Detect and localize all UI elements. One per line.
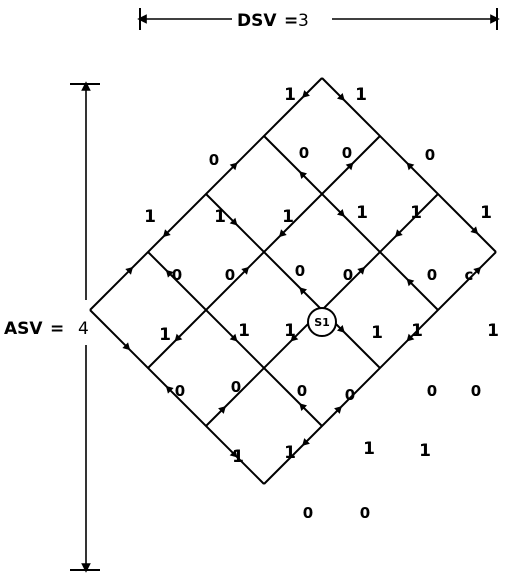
edge-label: 1 [411, 321, 423, 341]
edge-label: 1 [363, 439, 375, 459]
edge-label: 0 [360, 504, 370, 522]
edge-label: 1 [480, 203, 492, 223]
edge-label: 1 [410, 203, 422, 223]
edge-arrow-27 [299, 403, 308, 412]
edge-label: 1 [419, 441, 431, 461]
edge-label: 0 [209, 151, 219, 169]
edge-arrow-14 [334, 406, 342, 414]
edge-label: 0 [299, 144, 309, 162]
edge-label: 1 [355, 85, 367, 105]
edge-arrow-18 [470, 226, 479, 235]
edge-arrow-22 [229, 217, 238, 226]
edge-label: 0 [172, 266, 182, 284]
edge-arrow-16 [336, 92, 345, 101]
edge-arrow-30 [229, 449, 238, 458]
center-node: S1 [307, 307, 337, 337]
edge-arrow-9 [357, 266, 366, 275]
edge-label: 1 [232, 447, 244, 467]
edge-label: 0 [225, 266, 235, 284]
edge-label: 0 [295, 262, 305, 280]
edge-arrow-10 [290, 333, 299, 342]
edge-arrow-28 [122, 342, 131, 351]
edge-arrow-2 [162, 229, 171, 238]
edge-label: 1 [144, 207, 156, 227]
edge-label: 1 [214, 207, 226, 227]
edge-arrow-0 [302, 90, 310, 98]
edge-label: 0 [427, 382, 437, 400]
dsv-value: 3 [298, 11, 309, 31]
edge-label: 1 [487, 321, 499, 341]
asv-value: 4 [78, 319, 89, 339]
edge-label: c [465, 266, 474, 284]
top-dimension: DSV = 3 [137, 8, 500, 31]
edge-arrow-3 [125, 266, 134, 275]
edge-arrow-25 [165, 269, 174, 278]
edge-arrow-7 [174, 333, 183, 342]
edge-label: 0 [297, 382, 307, 400]
left-dimension: ASV = 4 [4, 81, 100, 573]
edge-arrow-19 [299, 171, 308, 180]
edge-label: 1 [282, 207, 294, 227]
edge-label: 1 [238, 321, 250, 341]
edge-label: 0 [175, 382, 185, 400]
edge-arrow-26 [229, 333, 238, 342]
edge-label: 1 [371, 323, 383, 343]
edge-label: 1 [284, 321, 296, 341]
edge-arrow-1 [229, 162, 238, 171]
edge-label: 0 [303, 504, 313, 522]
edge-label: 1 [284, 443, 296, 463]
edge-label: 0 [343, 266, 353, 284]
edge-label: 0 [342, 144, 352, 162]
edge-label: 1 [159, 325, 171, 345]
edge-arrow-12 [473, 266, 482, 275]
edge-arrow-23 [299, 287, 308, 296]
edge-arrow-5 [278, 229, 287, 238]
edge-arrow-8 [394, 229, 403, 238]
edge-arrow-20 [336, 208, 345, 217]
edge-arrow-6 [241, 266, 250, 275]
lattice-arrows [122, 90, 482, 458]
lattice-edge-labels: 1 1 0 0 0 0 1 1 1 1 1 1 0 0 0 0 0 c 1 1 1 1 1 1 0 0 0 0 0 0 1 1 1 1 0 0 [144, 85, 499, 522]
edge-label: 0 [427, 266, 437, 284]
edge-arrow-24 [336, 324, 345, 333]
edge-label: 0 [425, 146, 435, 164]
edge-label: 0 [345, 386, 355, 404]
edge-arrow-13 [406, 333, 415, 342]
center-node-label: S1 [314, 316, 330, 329]
edge-label: 1 [356, 203, 368, 223]
edge-arrow-4 [345, 162, 354, 171]
edge-arrow-21 [406, 278, 415, 287]
asv-equals: = [50, 319, 64, 339]
edge-arrow-17 [406, 162, 415, 171]
dsv-label: DSV [237, 11, 277, 31]
edge-label: 0 [231, 378, 241, 396]
edge-label: 0 [471, 382, 481, 400]
edge-arrow-11 [218, 406, 226, 414]
asv-label: ASV [4, 319, 43, 339]
edge-arrow-15 [302, 438, 310, 446]
edge-arrow-29 [165, 385, 174, 394]
edge-label: 1 [284, 85, 296, 105]
dsv-equals: = [284, 11, 298, 31]
center-node-circle [307, 307, 337, 337]
